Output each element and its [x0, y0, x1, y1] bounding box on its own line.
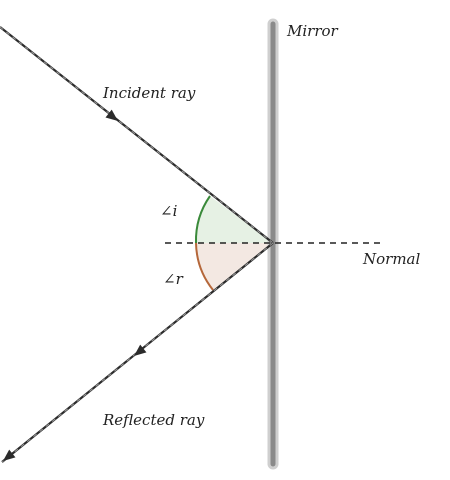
- reflected-ray-dash: [1, 242, 274, 463]
- angle-i-label: ∠i: [160, 202, 178, 220]
- incident-ray-label: Incident ray: [102, 84, 196, 102]
- reflected-arrow-icon: [134, 344, 147, 356]
- incident-ray-dash: [0, 26, 274, 244]
- normal-label: Normal: [362, 250, 420, 268]
- reflected-end-arrow-icon: [3, 449, 16, 461]
- incident-arrow-icon: [105, 109, 118, 121]
- angle-r-arc: [195, 242, 214, 291]
- mirror-label: Mirror: [286, 22, 339, 40]
- angle-r-wedge: [196, 243, 273, 290]
- reflected-ray-label: Reflected ray: [102, 411, 205, 429]
- angle-i-arc: [194, 195, 211, 244]
- angle-i-wedge: [195, 196, 273, 243]
- angle-r-label: ∠r: [163, 270, 184, 288]
